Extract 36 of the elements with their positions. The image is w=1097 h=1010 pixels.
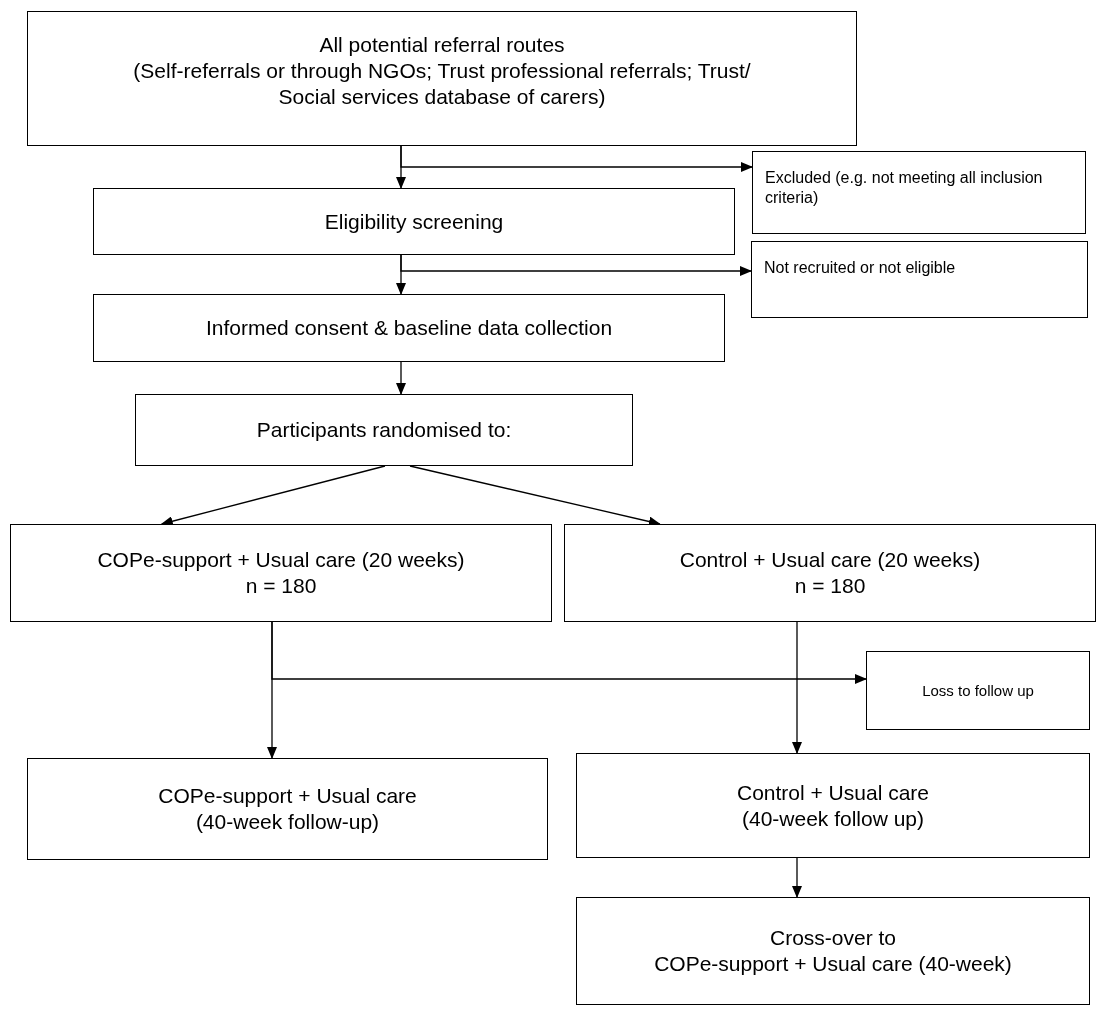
process-box — [751, 241, 1088, 318]
box-text: Not recruited or not eligible — [764, 258, 957, 278]
process-box — [27, 758, 548, 860]
arrow — [271, 621, 867, 684]
box-text: n = 180 — [793, 573, 867, 599]
process-box — [576, 753, 1090, 858]
box-text: (40-week follow up) — [740, 805, 926, 832]
box-text: COPe-support + Usual care (40-week) — [653, 951, 1013, 977]
process-box — [752, 151, 1086, 234]
box-text: Cross-over to — [769, 925, 897, 951]
box-text: Control + Usual care (20 weeks) — [678, 547, 982, 573]
box-text: (Self-referrals or through NGOs; Trust professional referrals; Trust/ Social services database of carers) — [132, 58, 752, 110]
box-text: Participants randomised to: — [255, 417, 513, 443]
box-text: All potential referral routes — [318, 32, 566, 58]
arrow — [400, 145, 753, 172]
box-text: Informed consent & baseline data collection — [204, 315, 614, 341]
process-box — [866, 651, 1090, 730]
arrow — [792, 621, 802, 754]
arrow — [792, 857, 802, 898]
box-text: COPe-support + Usual care (20 weeks) — [96, 547, 466, 573]
box-text: Loss to follow up — [921, 681, 1035, 700]
process-box — [93, 188, 735, 255]
box-text: Control + Usual care — [736, 779, 930, 806]
process-box — [135, 394, 633, 466]
box-text: Eligibility screening — [323, 208, 505, 235]
box-text: (40-week follow-up) — [194, 809, 381, 835]
box-text: COPe-support + Usual care — [157, 783, 418, 809]
process-box — [564, 524, 1096, 622]
box-text: n = 180 — [244, 573, 318, 599]
process-box — [576, 897, 1090, 1005]
process-box — [93, 294, 725, 362]
arrow — [396, 361, 406, 395]
box-text: Excluded (e.g. not meeting all inclusion criteria) — [765, 168, 1044, 208]
process-box — [27, 11, 857, 146]
process-box — [10, 524, 552, 622]
arrow — [400, 254, 752, 276]
